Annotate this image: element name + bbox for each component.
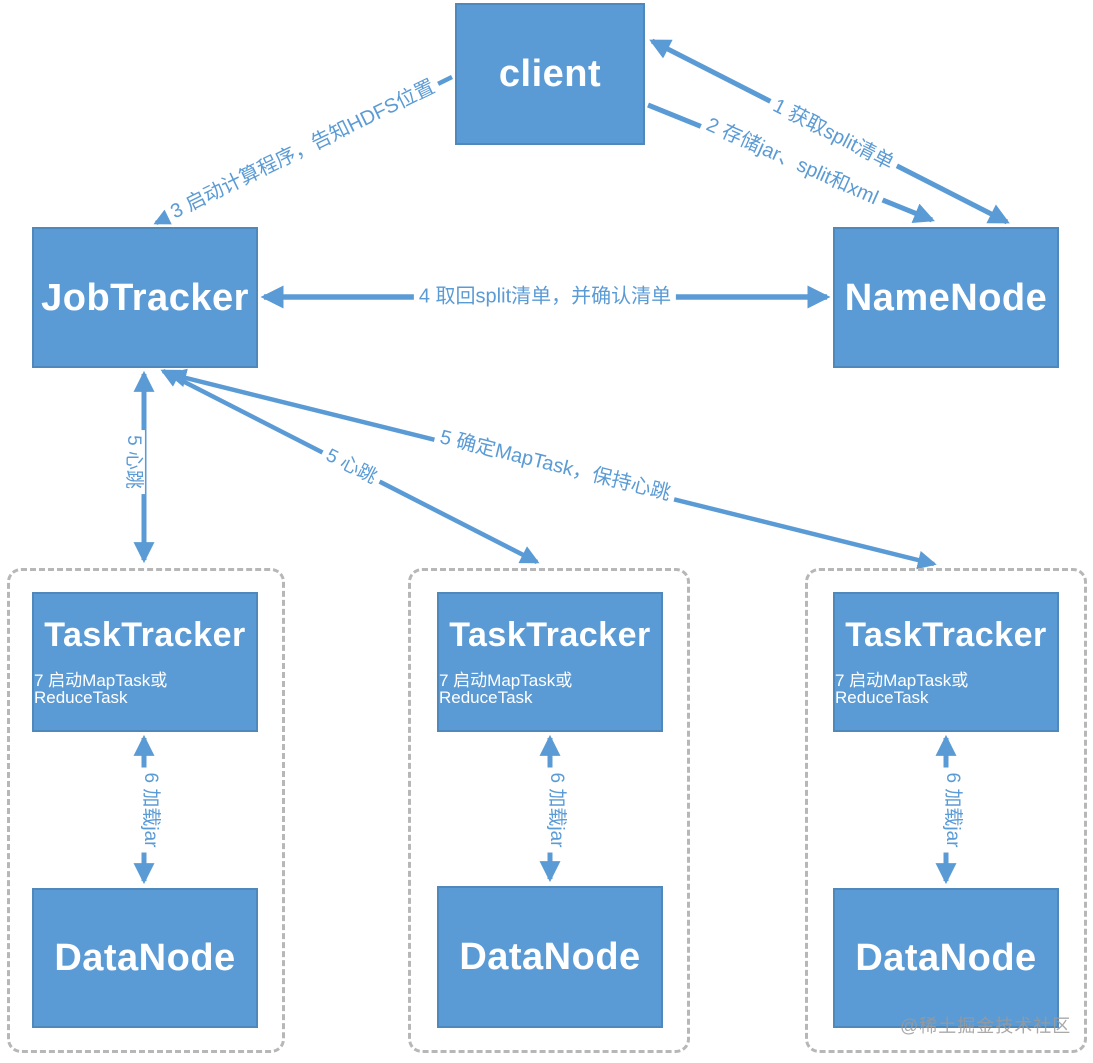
watermark-text: @稀土掘金技术社区 [900, 1016, 1072, 1036]
edge-label-confirm-split: 4 取回split清单，并确认清单 [413, 284, 677, 310]
tasktracker-node-2: TaskTracker 7 启动MapTask或ReduceTask [437, 592, 663, 732]
tasktracker-note-2: 7 启动MapTask或ReduceTask [439, 671, 573, 707]
tasktracker-label-3: TaskTracker [845, 616, 1047, 654]
tasktracker-note-3: 7 启动MapTask或ReduceTask [835, 671, 969, 707]
tasktracker-node-1: TaskTracker 7 启动MapTask或ReduceTask [32, 592, 258, 732]
worker-group-1 [7, 568, 285, 1053]
tasktracker-label-1: TaskTracker [44, 616, 246, 654]
tasktracker-note-1: 7 启动MapTask或ReduceTask [34, 671, 168, 707]
jobtracker-node-label: JobTracker [41, 276, 249, 319]
datanode-node-2: DataNode [437, 886, 663, 1028]
client-node-label: client [498, 53, 602, 95]
namenode-node-label: NameNode [844, 276, 1048, 319]
tasktracker-node-3: TaskTracker 7 启动MapTask或ReduceTask [833, 592, 1059, 732]
jobtracker-node: JobTracker [32, 227, 258, 368]
worker-group-2 [408, 568, 690, 1053]
worker-group-3 [805, 568, 1087, 1053]
datanode-label-2: DataNode [459, 936, 641, 978]
tasktracker-label-2: TaskTracker [449, 616, 651, 654]
edge-label-load-jar-3: 6 加载jar [940, 767, 964, 853]
datanode-node-3: DataNode [833, 888, 1059, 1028]
datanode-label-1: DataNode [54, 937, 236, 979]
edge-label-load-jar-2: 6 加载jar [544, 767, 568, 853]
edge-label-load-jar-1: 6 加载jar [138, 767, 162, 853]
edge-label-heartbeat-left: 5 心跳 [121, 430, 145, 494]
datanode-label-3: DataNode [855, 937, 1037, 979]
client-node: client [455, 3, 645, 145]
namenode-node: NameNode [833, 227, 1059, 368]
datanode-node-1: DataNode [32, 888, 258, 1028]
